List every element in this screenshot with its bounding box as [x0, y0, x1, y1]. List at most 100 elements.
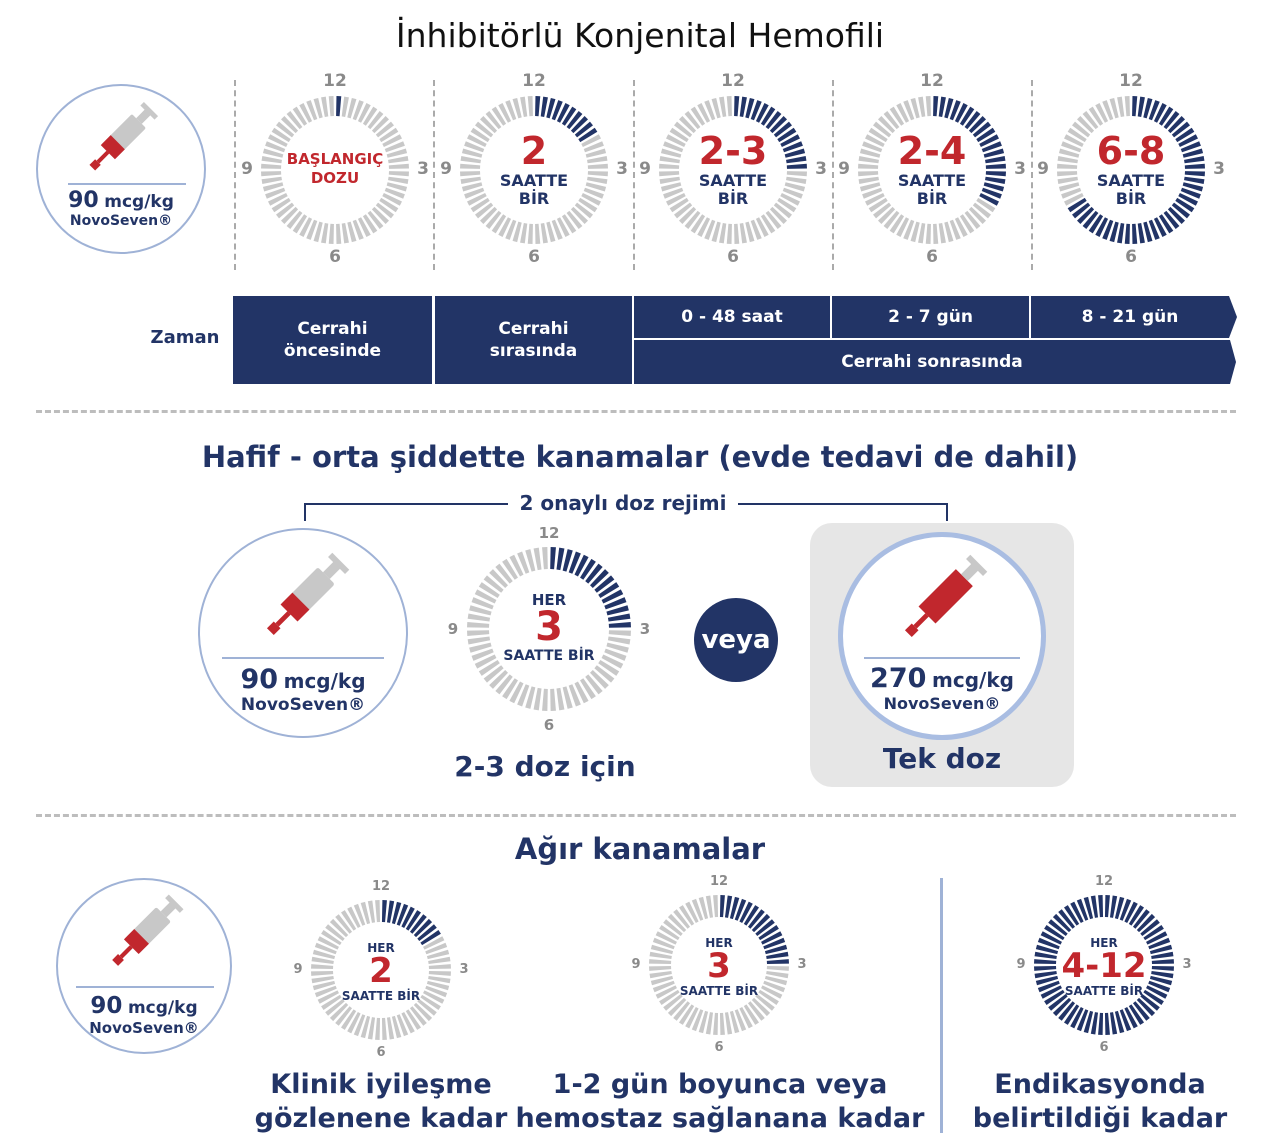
clock-segment	[464, 141, 485, 153]
clock-segment	[347, 1012, 361, 1034]
clock-hour-label: 9	[1037, 159, 1049, 180]
clock-segment	[317, 990, 339, 1004]
clock-segment	[314, 942, 337, 955]
clock-segment-filled	[1040, 931, 1062, 945]
clock-segment-filled	[766, 951, 789, 960]
clock-ring	[1057, 96, 1205, 244]
clock-segment	[329, 1002, 349, 1022]
clock-segment	[542, 547, 548, 570]
clock-interval-unit: SAATTE BİR	[1064, 984, 1144, 998]
clock-segment	[353, 1014, 366, 1037]
clock-segment-filled	[1058, 909, 1076, 929]
clock-segment-filled	[1082, 210, 1099, 229]
clock-segment	[386, 148, 408, 158]
clock-segment-filled	[1163, 111, 1180, 130]
clock-segment	[551, 219, 563, 240]
clock-segment-filled	[1163, 210, 1180, 229]
clock-segment	[673, 909, 691, 929]
clock-segment-filled	[1083, 896, 1094, 920]
clock-segment	[281, 206, 299, 224]
clock-segment	[745, 221, 755, 243]
clock-segment	[360, 1015, 371, 1039]
clock-segment-filled	[985, 176, 1006, 184]
syringe-icon	[112, 894, 184, 966]
clock-segment-filled	[1178, 192, 1198, 206]
clock-segment	[509, 554, 524, 577]
clock-segment	[570, 206, 588, 224]
clock-segment-filled	[1132, 1001, 1150, 1021]
clock-segment	[517, 684, 530, 707]
clock-segment	[691, 898, 704, 921]
clock-segment	[281, 116, 299, 134]
clock-segment	[467, 613, 491, 622]
clock-segment-filled	[608, 622, 631, 628]
clock-segment	[512, 97, 522, 119]
clock-segment-filled	[765, 111, 782, 130]
clock-segment	[535, 223, 541, 244]
clock-hour-label: 6	[1099, 1039, 1109, 1055]
clock-segment	[362, 214, 378, 234]
clock-segment	[362, 106, 378, 126]
clock-hour-label: 3	[417, 159, 429, 180]
clock-segment-filled	[773, 121, 792, 138]
clock-segment	[313, 97, 323, 119]
clock-segment	[691, 1009, 704, 1032]
clock-segment	[659, 156, 680, 164]
clock-segment-filled	[751, 913, 771, 933]
clock-segment-filled	[750, 100, 762, 121]
clock-segment	[428, 970, 451, 976]
clock-segment	[311, 970, 334, 976]
clock-segment-filled	[1137, 223, 1145, 244]
clock-segment-filled	[401, 906, 415, 928]
clock-segment-filled	[1070, 901, 1084, 923]
clock-segment-filled	[1048, 919, 1068, 937]
clock-segment-filled	[1149, 944, 1173, 955]
clock-segment-filled	[1090, 895, 1099, 918]
clock-segment	[471, 648, 494, 661]
clock-segment	[1067, 127, 1087, 143]
clock-segment	[1095, 103, 1109, 123]
clock-segment	[606, 642, 629, 653]
clock-segment	[311, 956, 334, 965]
clock-segment	[663, 187, 684, 199]
clock-segment	[561, 214, 577, 234]
clock-hour-label: 12	[371, 878, 391, 894]
clock-segment-filled	[1117, 223, 1125, 244]
clock-segment	[265, 187, 286, 199]
clock-segment	[698, 896, 709, 920]
severe-caption: belirtildiği kadar	[972, 1103, 1228, 1134]
clock-hour-label: 6	[727, 247, 739, 268]
clock-segment	[705, 895, 714, 918]
clock-segment-filled	[1158, 106, 1174, 126]
clock-segment	[371, 116, 389, 134]
clock-segment	[352, 100, 364, 121]
clock-segment	[669, 127, 689, 143]
clock-segment	[590, 670, 609, 689]
clock-segment-filled	[782, 141, 803, 153]
clock-segment	[428, 956, 451, 965]
clock-segment	[587, 156, 608, 164]
clock-segment-filled	[1034, 965, 1057, 971]
clock-segment-filled	[1124, 223, 1130, 244]
clock-segment	[375, 202, 394, 219]
clock-segment	[705, 1012, 714, 1035]
clock-segment-filled	[1167, 206, 1185, 224]
clock-segment-filled	[1151, 965, 1174, 971]
vertical-divider	[940, 878, 943, 1133]
clock-segment-filled	[1175, 197, 1195, 213]
clock-segment-filled	[574, 554, 589, 577]
clock-segment-filled	[1088, 214, 1104, 234]
clock-segment-filled	[606, 605, 629, 616]
clock-segment	[401, 1012, 415, 1034]
clock-her: HER	[531, 591, 567, 609]
clock-segment	[336, 223, 342, 244]
clock-segment-filled	[1063, 1004, 1080, 1025]
clock-segment	[423, 936, 445, 950]
clock-segment	[381, 1017, 387, 1040]
clock-segment	[766, 965, 789, 971]
clock-segment	[755, 993, 775, 1011]
clock-segment	[1072, 121, 1091, 138]
dose-divider	[222, 657, 384, 659]
dose-circle-mild-270	[838, 532, 1046, 740]
clock-segment	[713, 895, 719, 918]
